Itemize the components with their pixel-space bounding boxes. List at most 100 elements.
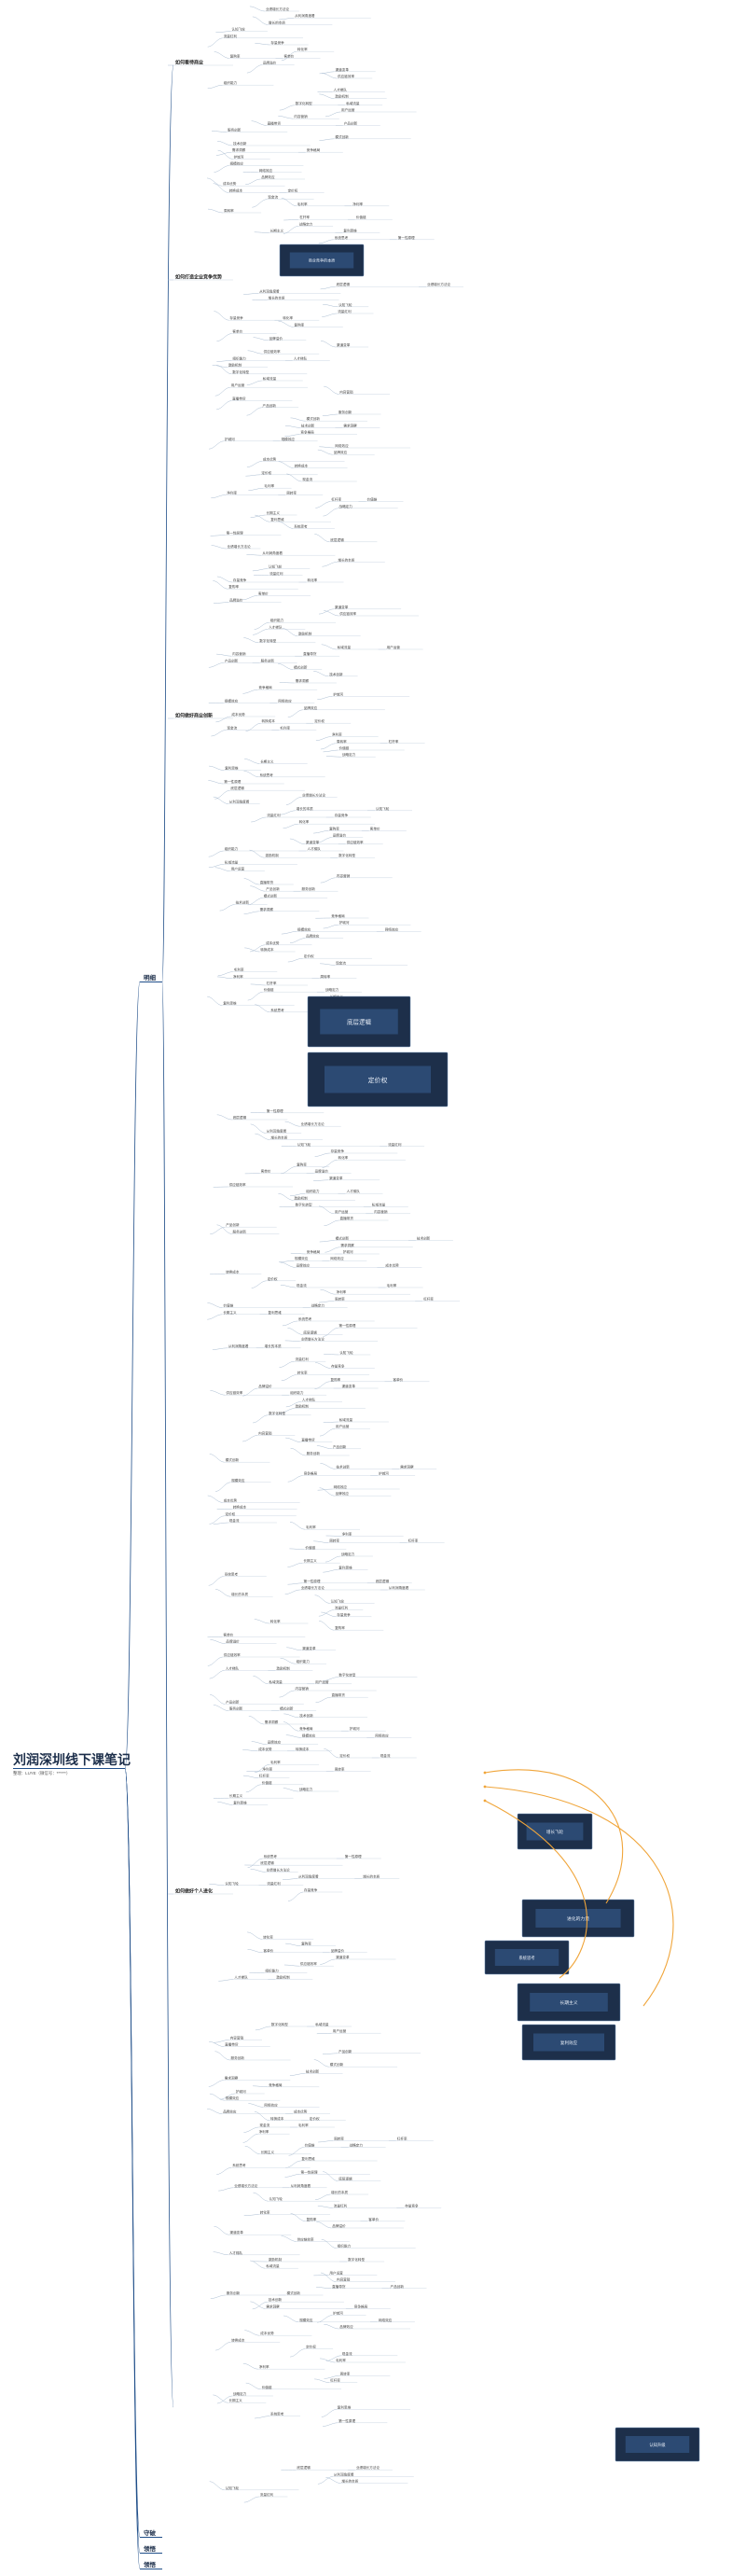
leaf-node[interactable]: 内容营销 (258, 1430, 272, 1435)
leaf-node[interactable]: 现金流 (229, 1518, 240, 1523)
leaf-node[interactable]: 增长的本质 (231, 1592, 248, 1596)
leaf-node[interactable]: 周转率 (334, 2136, 344, 2140)
leaf-node[interactable]: 内容营销 (296, 1686, 310, 1691)
leaf-node[interactable]: 内容营销 (230, 2035, 244, 2040)
leaf-node[interactable]: 网络效应 (375, 1733, 389, 1737)
leaf-node[interactable]: 业绩增长方法论 (234, 2183, 258, 2188)
leaf-node[interactable]: 客单价 (261, 1169, 271, 1174)
leaf-node[interactable]: 用户运营 (329, 2270, 343, 2275)
leaf-node[interactable]: 产品创新 (338, 2049, 352, 2054)
leaf-node[interactable]: 数字化转型 (338, 1673, 355, 1678)
leaf-node[interactable]: 组织能力 (297, 1659, 311, 1664)
leaf-node[interactable]: 产品创新 (226, 1222, 240, 1227)
leaf-node[interactable]: 产品创新 (344, 120, 358, 125)
leaf-node[interactable]: 数字化转型 (296, 1203, 312, 1207)
leaf-node[interactable]: 需求洞察 (260, 907, 274, 912)
leaf-node[interactable]: 网络效应 (379, 2318, 393, 2322)
leaf-node[interactable]: 内容营销 (294, 114, 308, 118)
leaf-node[interactable]: 模式创新 (336, 1236, 350, 1241)
leaf-node[interactable]: 品牌效应 (306, 934, 320, 939)
leaf-node[interactable]: 认知飞轮 (297, 1142, 311, 1147)
leaf-node[interactable]: 组织能力 (265, 1968, 279, 1972)
leaf-node[interactable]: 杠杆率 (408, 1539, 419, 1543)
leaf-node[interactable]: 业绩增长方法论 (301, 1337, 325, 1342)
leaf-node[interactable]: 模式创新 (226, 1457, 240, 1462)
leaf-node[interactable]: 规模效应 (231, 1478, 245, 1483)
leaf-node[interactable]: 私域流量 (346, 101, 360, 105)
leaf-node[interactable]: 存量竞争 (233, 578, 247, 582)
leaf-node[interactable]: 渠道变革 (342, 1384, 356, 1388)
leaf-node[interactable]: 认知飞轮 (338, 302, 352, 307)
leaf-node[interactable]: 现金流 (227, 725, 237, 730)
leaf-node[interactable]: 品牌溢价 (333, 833, 347, 838)
leaf-node[interactable]: 直播带货 (260, 880, 274, 884)
leaf-node[interactable]: 净利率 (259, 2129, 269, 2134)
leaf-node[interactable]: 人才梯队 (269, 624, 283, 629)
leaf-node[interactable]: 直播带货 (268, 120, 282, 125)
branch-label-4[interactable]: 领悟 (144, 2562, 156, 2569)
leaf-node[interactable]: 服务创新 (227, 2291, 241, 2295)
leaf-node[interactable]: 毛利率 (270, 1760, 281, 1764)
leaf-node[interactable]: 网络效应 (334, 1484, 348, 1489)
leaf-node[interactable]: 价值链 (264, 987, 274, 992)
leaf-node[interactable]: 激励机制 (276, 1665, 290, 1670)
leaf-node[interactable]: 产品创新 (263, 403, 277, 408)
leaf-node[interactable]: 服务创新 (261, 658, 275, 662)
leaf-node[interactable]: 从利润角度看 (291, 2183, 311, 2188)
leaf-node[interactable]: 复购率 (301, 1942, 311, 1946)
leaf-node[interactable]: 流量红利 (224, 34, 238, 38)
leaf-node[interactable]: 业绩增长方法论 (427, 282, 451, 286)
section-label-2[interactable]: 如何打造企业竞争优势 (175, 274, 222, 281)
leaf-node[interactable]: 杠杆率 (330, 2378, 340, 2383)
leaf-node[interactable]: 转换成本 (295, 464, 309, 468)
leaf-node[interactable]: 认知飞轮 (225, 1881, 239, 1886)
leaf-node[interactable]: 品牌溢价 (226, 1639, 240, 1644)
leaf-node[interactable]: 内容营销 (374, 1209, 388, 1214)
leaf-node[interactable]: 私域流量 (269, 1679, 283, 1684)
leaf-node[interactable]: 认知飞轮 (331, 1598, 345, 1603)
leaf-node[interactable]: 长期主义 (270, 229, 284, 233)
leaf-node[interactable]: 客单价 (232, 329, 242, 334)
leaf-node[interactable]: 品牌溢价 (315, 1169, 329, 1174)
leaf-node[interactable]: 私域流量 (266, 2263, 280, 2268)
leaf-node[interactable]: 直播带货 (332, 2284, 346, 2289)
leaf-node[interactable]: 价值链 (367, 497, 378, 502)
leaf-node[interactable]: 流量红利 (334, 2203, 348, 2207)
leaf-node[interactable]: 复利思维 (233, 1800, 247, 1804)
leaf-node[interactable]: 需求洞察 (400, 1464, 414, 1469)
leaf-node[interactable]: 业绩增长方法论 (301, 1121, 325, 1126)
leaf-node[interactable]: 需求洞察 (340, 1243, 354, 1247)
leaf-node[interactable]: 转化率 (270, 1619, 281, 1623)
leaf-node[interactable]: 需求洞察 (265, 1720, 279, 1724)
leaf-node[interactable]: 价值链 (339, 745, 350, 750)
leaf-node[interactable]: 战略定力 (299, 221, 313, 226)
branch-label-3[interactable]: 领悟 (144, 2546, 156, 2553)
leaf-node[interactable]: 渠道变革 (230, 2230, 244, 2235)
leaf-node[interactable]: 从利润角度看 (298, 1874, 319, 1879)
leaf-node[interactable]: 成本优势 (231, 712, 245, 717)
leaf-node[interactable]: 存量竞争 (337, 1612, 351, 1617)
leaf-node[interactable]: 价值链 (356, 215, 366, 219)
leaf-node[interactable]: 数字化转型 (232, 369, 249, 374)
leaf-node[interactable]: 系统思考 (335, 235, 349, 240)
leaf-node[interactable]: 转化率 (299, 819, 310, 824)
leaf-node[interactable]: 从利润角度看 (334, 2472, 354, 2476)
leaf-node[interactable]: 品牌效应 (223, 2110, 237, 2114)
leaf-node[interactable]: 数字化转型 (271, 2022, 288, 2026)
leaf-node[interactable]: 系统思考 (298, 1316, 312, 1321)
leaf-node[interactable]: 周转率 (286, 490, 297, 494)
branch-label-1[interactable]: 明细 (144, 975, 156, 982)
leaf-node[interactable]: 长期主义 (303, 1558, 317, 1563)
leaf-node[interactable]: 数字化转型 (259, 638, 276, 643)
leaf-node[interactable]: 供应链效率 (297, 2236, 314, 2241)
leaf-node[interactable]: 第一性原理 (345, 1854, 362, 1859)
leaf-node[interactable]: 技术创新 (233, 141, 247, 146)
leaf-node[interactable]: 周转率 (320, 974, 330, 979)
leaf-node[interactable]: 认知飞轮 (226, 2485, 240, 2490)
leaf-node[interactable]: 产品创新 (225, 658, 239, 662)
leaf-node[interactable]: 业绩增长方法论 (267, 1867, 291, 1872)
leaf-node[interactable]: 竞争格局 (304, 1471, 318, 1476)
leaf-node[interactable]: 复利思维 (338, 2404, 352, 2409)
leaf-node[interactable]: 复购率 (329, 826, 339, 830)
leaf-node[interactable]: 复利思维 (338, 1565, 352, 1569)
